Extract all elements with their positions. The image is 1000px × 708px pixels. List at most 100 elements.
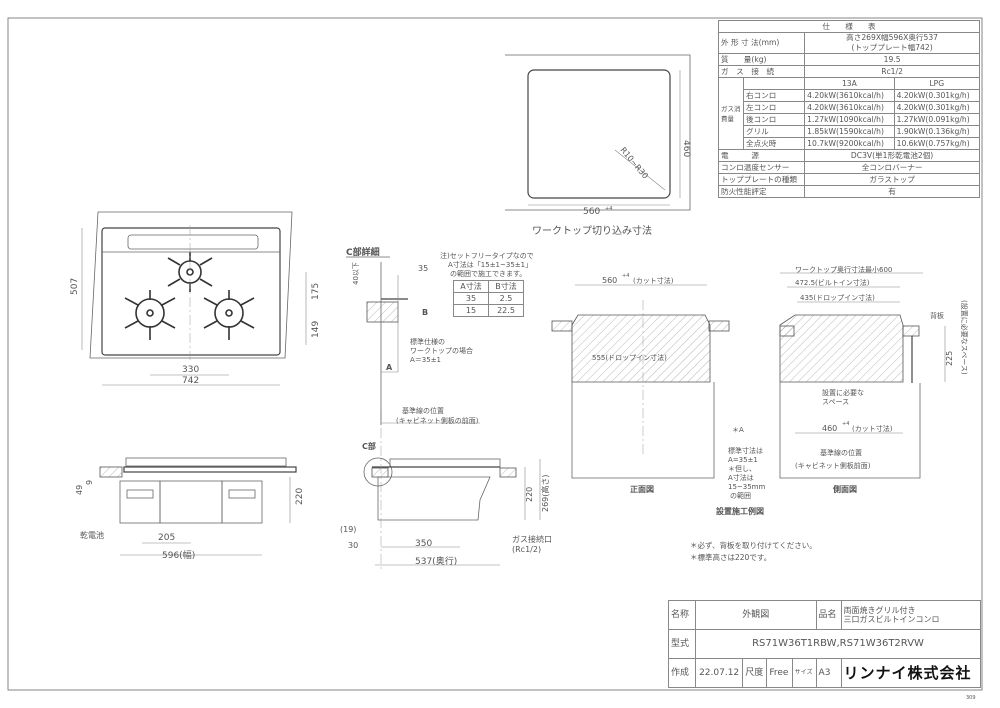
install-back-plate: 背板 <box>930 311 944 320</box>
spec-label: 防火性能評定 <box>717 185 806 198</box>
spec-label: トッププレートの種類 <box>717 173 806 186</box>
col-lpg: LPG <box>893 77 981 90</box>
side-height: 220 <box>525 487 534 502</box>
install-cut-label: (カット寸法) <box>852 424 893 433</box>
spec-value: 高さ269X幅596X奥行537(トッププレート幅742) <box>804 32 980 54</box>
install-space-note: スペース <box>822 398 849 406</box>
burner-name: グリル <box>742 125 806 138</box>
install-star-a: ＊A <box>732 426 744 434</box>
burner-lpg: 1.27kW(0.091kg/h) <box>893 113 981 126</box>
size-value: A3 <box>815 658 842 688</box>
plan-width: 742 <box>182 376 199 386</box>
front-width: 596(幅) <box>162 549 195 561</box>
dims-sub: (トッププレート幅742) <box>851 43 933 52</box>
cutout-title: ワークトップ切り込み寸法 <box>532 224 652 237</box>
gas-inlet-spec: (Rc1/2) <box>512 545 541 554</box>
scale-value: Free <box>766 658 793 688</box>
product-value: 両面焼きグリル付き <box>843 606 916 615</box>
detail-label-a: A <box>386 363 393 372</box>
install-builtin: 472.5(ビルトイン寸法) <box>795 278 870 287</box>
install-space-note-vertical: (設置に必要なスペース) <box>960 300 969 375</box>
installation-example: 560 +4 (カット寸法) 555(ドロップイン寸法) 正面図 ワークトップ奥… <box>551 265 969 516</box>
burner-name: 後コンロ <box>742 113 806 126</box>
install-cut-560: 560 <box>602 276 617 285</box>
install-space-note: 設置に必要な <box>822 388 864 397</box>
page-code: 309 <box>966 695 976 701</box>
front-view: 220 49 9 205 596(幅) 乾電池 <box>75 457 305 561</box>
side-dim-19: (19) <box>340 525 356 534</box>
install-side-title: 側面図 <box>832 484 857 494</box>
install-std-note: ＊但し、 <box>728 464 756 473</box>
side-dim-30: 30 <box>348 541 358 550</box>
note: ＊標準高さは220です。 <box>690 552 771 562</box>
side-dim-350: 350 <box>415 539 432 549</box>
detail-ref-line: (キャビネット側板の前面) <box>396 416 479 425</box>
install-cut-label: (カット寸法) <box>633 276 674 285</box>
detail-note-setfree: の範囲で施工できます。 <box>450 269 526 278</box>
col-13a: 13A <box>804 77 895 90</box>
install-ref-line: (キャビネット側板前面) <box>795 461 871 470</box>
install-title: 設置施工例図 <box>716 506 764 516</box>
install-tol: +4 <box>842 421 849 427</box>
scale-label: 尺度 <box>742 658 768 688</box>
spec-value: DC3V(単1形乾電池2個) <box>804 149 980 162</box>
burner-name: 左コンロ <box>742 101 806 114</box>
spec-value: 有 <box>804 185 980 198</box>
cutout-tolerance: +4 <box>605 206 612 212</box>
side-total-height: 269(高さ) <box>540 474 550 512</box>
ab-header: B寸法 <box>488 280 524 293</box>
company-logo: リンナイ株式会社 <box>840 658 982 688</box>
detail-note-setfree: A寸法は「15±1~35±1」 <box>448 260 532 269</box>
detail-c: C部詳細 40以下 35 B A 標準仕様の ワークトップの場合 A＝35±1 … <box>346 246 534 425</box>
burner-13a: 4.20kW(3610kcal/h) <box>804 101 895 114</box>
sheet-border <box>7 17 983 691</box>
size-label: サイズ <box>791 658 817 688</box>
ab-cell: 15 <box>453 304 489 317</box>
install-std-note: 標準寸法は <box>728 446 763 455</box>
install-ref-line: 基準線の位置 <box>820 448 862 457</box>
install-std-note: の範囲 <box>730 491 751 500</box>
detail-c-title: C部詳細 <box>346 246 380 258</box>
spec-table-title: 仕 様 表 <box>718 20 980 33</box>
install-front-title: 正面図 <box>630 485 654 494</box>
ab-cell: 2.5 <box>488 292 524 305</box>
worktop-cutout-view: 460 560 +4 R10~R30 ワークトップ切り込み寸法 <box>505 54 691 237</box>
cutout-depth: 460 <box>681 140 691 157</box>
install-tol: +4 <box>622 273 629 279</box>
burner-lpg: 4.20kW(0.301kg/h) <box>893 89 981 102</box>
burner-13a: 10.7kW(9200kcal/h) <box>804 137 895 150</box>
name-label: 名称 <box>668 600 696 630</box>
detail-note-standard: ワークトップの場合 <box>410 346 473 355</box>
ab-header: A寸法 <box>453 280 489 293</box>
plan-view: 507 330 742 175 149 <box>70 211 321 386</box>
install-drop-555: 555(ドロップイン寸法) <box>592 353 667 362</box>
cutout-width: 560 <box>583 207 600 217</box>
gas-inlet-label: ガス接続口 <box>512 534 552 544</box>
detail-dim-35: 35 <box>418 264 428 273</box>
product-value: 三口ガスビルトインコンロ <box>843 615 940 624</box>
spec-table: 仕 様 表 外 形 寸 法(mm) 高さ269X幅596X奥行537(トッププレ… <box>717 20 981 198</box>
detail-label-b: B <box>422 308 428 317</box>
detail-note-standard: A＝35±1 <box>410 356 441 364</box>
detail-note-setfree: 注)セットフリータイプなので <box>440 251 534 260</box>
burner-lpg: 10.6kW(0.757kg/h) <box>893 137 981 150</box>
install-dropin: 435(ドロップイン寸法) <box>800 293 875 302</box>
name-value: 外観図 <box>695 600 817 630</box>
burner-name: 右コンロ <box>742 89 806 102</box>
install-dim-225: 225 <box>945 351 954 366</box>
c-part-label: C部 <box>362 441 376 451</box>
spec-value: 全コンロバーナー <box>804 161 980 174</box>
burner-lpg: 1.90kW(0.136kg/h) <box>893 125 981 138</box>
install-cut-460: 460 <box>822 424 837 433</box>
burner-13a: 1.27kW(1090kcal/h) <box>804 113 895 126</box>
spec-label: 電 源 <box>717 149 806 162</box>
burner-name: 全点火時 <box>742 137 806 150</box>
spec-label: 外 形 寸 法(mm) <box>717 32 806 54</box>
title-block: 名称 外観図 品名 両面焼きグリル付き三口ガスビルトインコンロ 型式 RS71W… <box>668 600 982 688</box>
spec-label: コンロ温度センサー <box>717 161 806 174</box>
